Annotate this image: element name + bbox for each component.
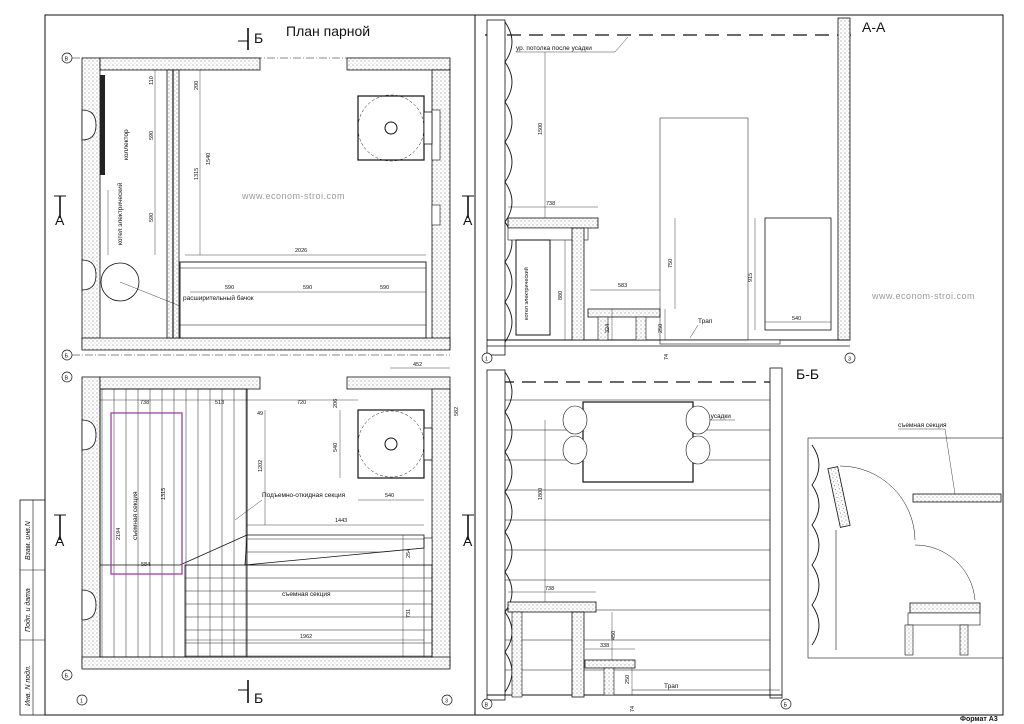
dim-1315: 1315: [161, 488, 167, 500]
detail-label: съемная секция: [898, 422, 947, 429]
dim-254: 254: [406, 549, 412, 558]
section-mark-b-bottom: Б: [254, 690, 263, 706]
axis-3-bottom: 3: [445, 699, 448, 705]
section-mark-a-right: А: [463, 212, 473, 228]
bb-dim-738: 738: [545, 586, 554, 592]
section-aa: А-А ур. потолка после усадки котел элект…: [481, 17, 975, 364]
bb-dim-1800: 1800: [538, 488, 544, 500]
bb-dim-250: 250: [625, 675, 631, 684]
axis-v-bottom: В: [65, 376, 69, 382]
dim-582: 582: [454, 407, 460, 416]
dim-513: 513: [215, 400, 224, 406]
sheet-frame: [44, 14, 1004, 716]
dim-1540: 1540: [206, 153, 212, 165]
dim-731: 731: [406, 609, 412, 618]
aa-dim-915: 915: [748, 273, 754, 282]
stamp-inv: Инв. N подл.: [24, 665, 32, 706]
axis-1-bottom: 1: [80, 699, 83, 705]
label-boiler: котел электрический: [116, 182, 124, 245]
section-aa-ladder: Трап: [698, 318, 713, 325]
plan-top: План парной Б А А В Б: [54, 23, 474, 361]
dim-590-a: 590: [149, 131, 155, 140]
dim-110: 110: [149, 76, 155, 85]
aa-axis-1: 1: [485, 357, 488, 363]
aa-dim-738: 738: [546, 201, 555, 207]
dim-1202: 1202: [258, 460, 264, 472]
label-collector: коллектор: [123, 129, 130, 160]
bb-dim-74: 74: [630, 706, 636, 712]
watermark-section: www.econom-stroi.com: [871, 291, 975, 301]
axis-v-top: В: [65, 57, 69, 63]
section-mark-b-top: Б: [254, 30, 263, 46]
detail-removable-section: съемная секция: [807, 422, 1004, 659]
bb-dim-338: 338: [600, 643, 609, 649]
aa-dim-540: 540: [792, 316, 801, 322]
section-mark-a-left-2: А: [55, 533, 65, 549]
label-removable-1: съемная секция: [132, 491, 139, 540]
section-bb-ladder: Трап: [664, 683, 679, 690]
label-removable-2: съемная секция: [282, 591, 331, 598]
stamp-column: Взам. инв.N Подп. и дата Инв. N подл.: [19, 499, 46, 716]
format-label: Формат А3: [960, 716, 998, 723]
dim-590-c: 590: [225, 285, 234, 291]
aa-dim-750: 750: [668, 259, 674, 268]
section-aa-ceiling-note: ур. потолка после усадки: [516, 45, 592, 52]
bb-axis-b: Б: [784, 703, 788, 709]
dim-584: 584: [141, 562, 150, 568]
aa-dim-74: 74: [664, 354, 670, 360]
section-mark-a-right-2: А: [463, 533, 473, 549]
dim-720: 720: [297, 400, 306, 406]
dim-1315: 1315: [194, 168, 200, 180]
watermark-plan: www.econom-stroi.com: [241, 191, 345, 201]
dim-452: 452: [413, 362, 422, 368]
dim-49: 49: [257, 411, 263, 417]
axis-b-mid: Б: [65, 354, 69, 360]
axis-b-bottom: Б: [65, 674, 69, 680]
bb-dim-450: 450: [611, 631, 617, 640]
dim-590-d: 590: [303, 285, 312, 291]
dim-590-e: 590: [380, 285, 389, 291]
dim-540-v: 540: [333, 443, 339, 452]
dim-738: 738: [140, 400, 149, 406]
dim-540-h: 540: [385, 493, 394, 499]
stamp-replace: Взам. инв.N: [25, 520, 32, 560]
section-aa-boiler-note: котел электрический: [523, 267, 530, 320]
section-mark-a-left: А: [55, 212, 65, 228]
dim-200: 200: [194, 81, 200, 90]
bb-axis-v: В: [485, 703, 489, 709]
aa-dim-250: 250: [658, 324, 664, 333]
plan-bottom: В Б 1 3 Б А А: [54, 362, 474, 706]
dim-2026: 2026: [295, 248, 307, 254]
dim-2194: 2194: [116, 528, 122, 540]
label-tank: расширительный бачок: [183, 294, 254, 302]
plan-title: План парной: [286, 23, 370, 39]
stamp-sign: Подп. и дата: [24, 588, 32, 632]
section-bb: Б-Б ур. потолка после усадки: [481, 366, 819, 712]
aa-dim-583: 583: [618, 283, 627, 289]
aa-dim-1500: 1500: [538, 123, 544, 135]
aa-dim-880: 880: [558, 291, 564, 300]
dim-1962: 1962: [300, 634, 312, 640]
section-aa-title: А-А: [862, 19, 886, 35]
aa-axis-3: 3: [848, 357, 851, 363]
section-bb-title: Б-Б: [796, 366, 819, 382]
label-lift-section: Подъемно-откидная секция: [262, 492, 346, 499]
dim-1443: 1443: [335, 518, 347, 524]
dim-206: 206: [333, 399, 339, 408]
aa-dim-324: 324: [605, 324, 611, 333]
dim-590-b: 590: [149, 213, 155, 222]
